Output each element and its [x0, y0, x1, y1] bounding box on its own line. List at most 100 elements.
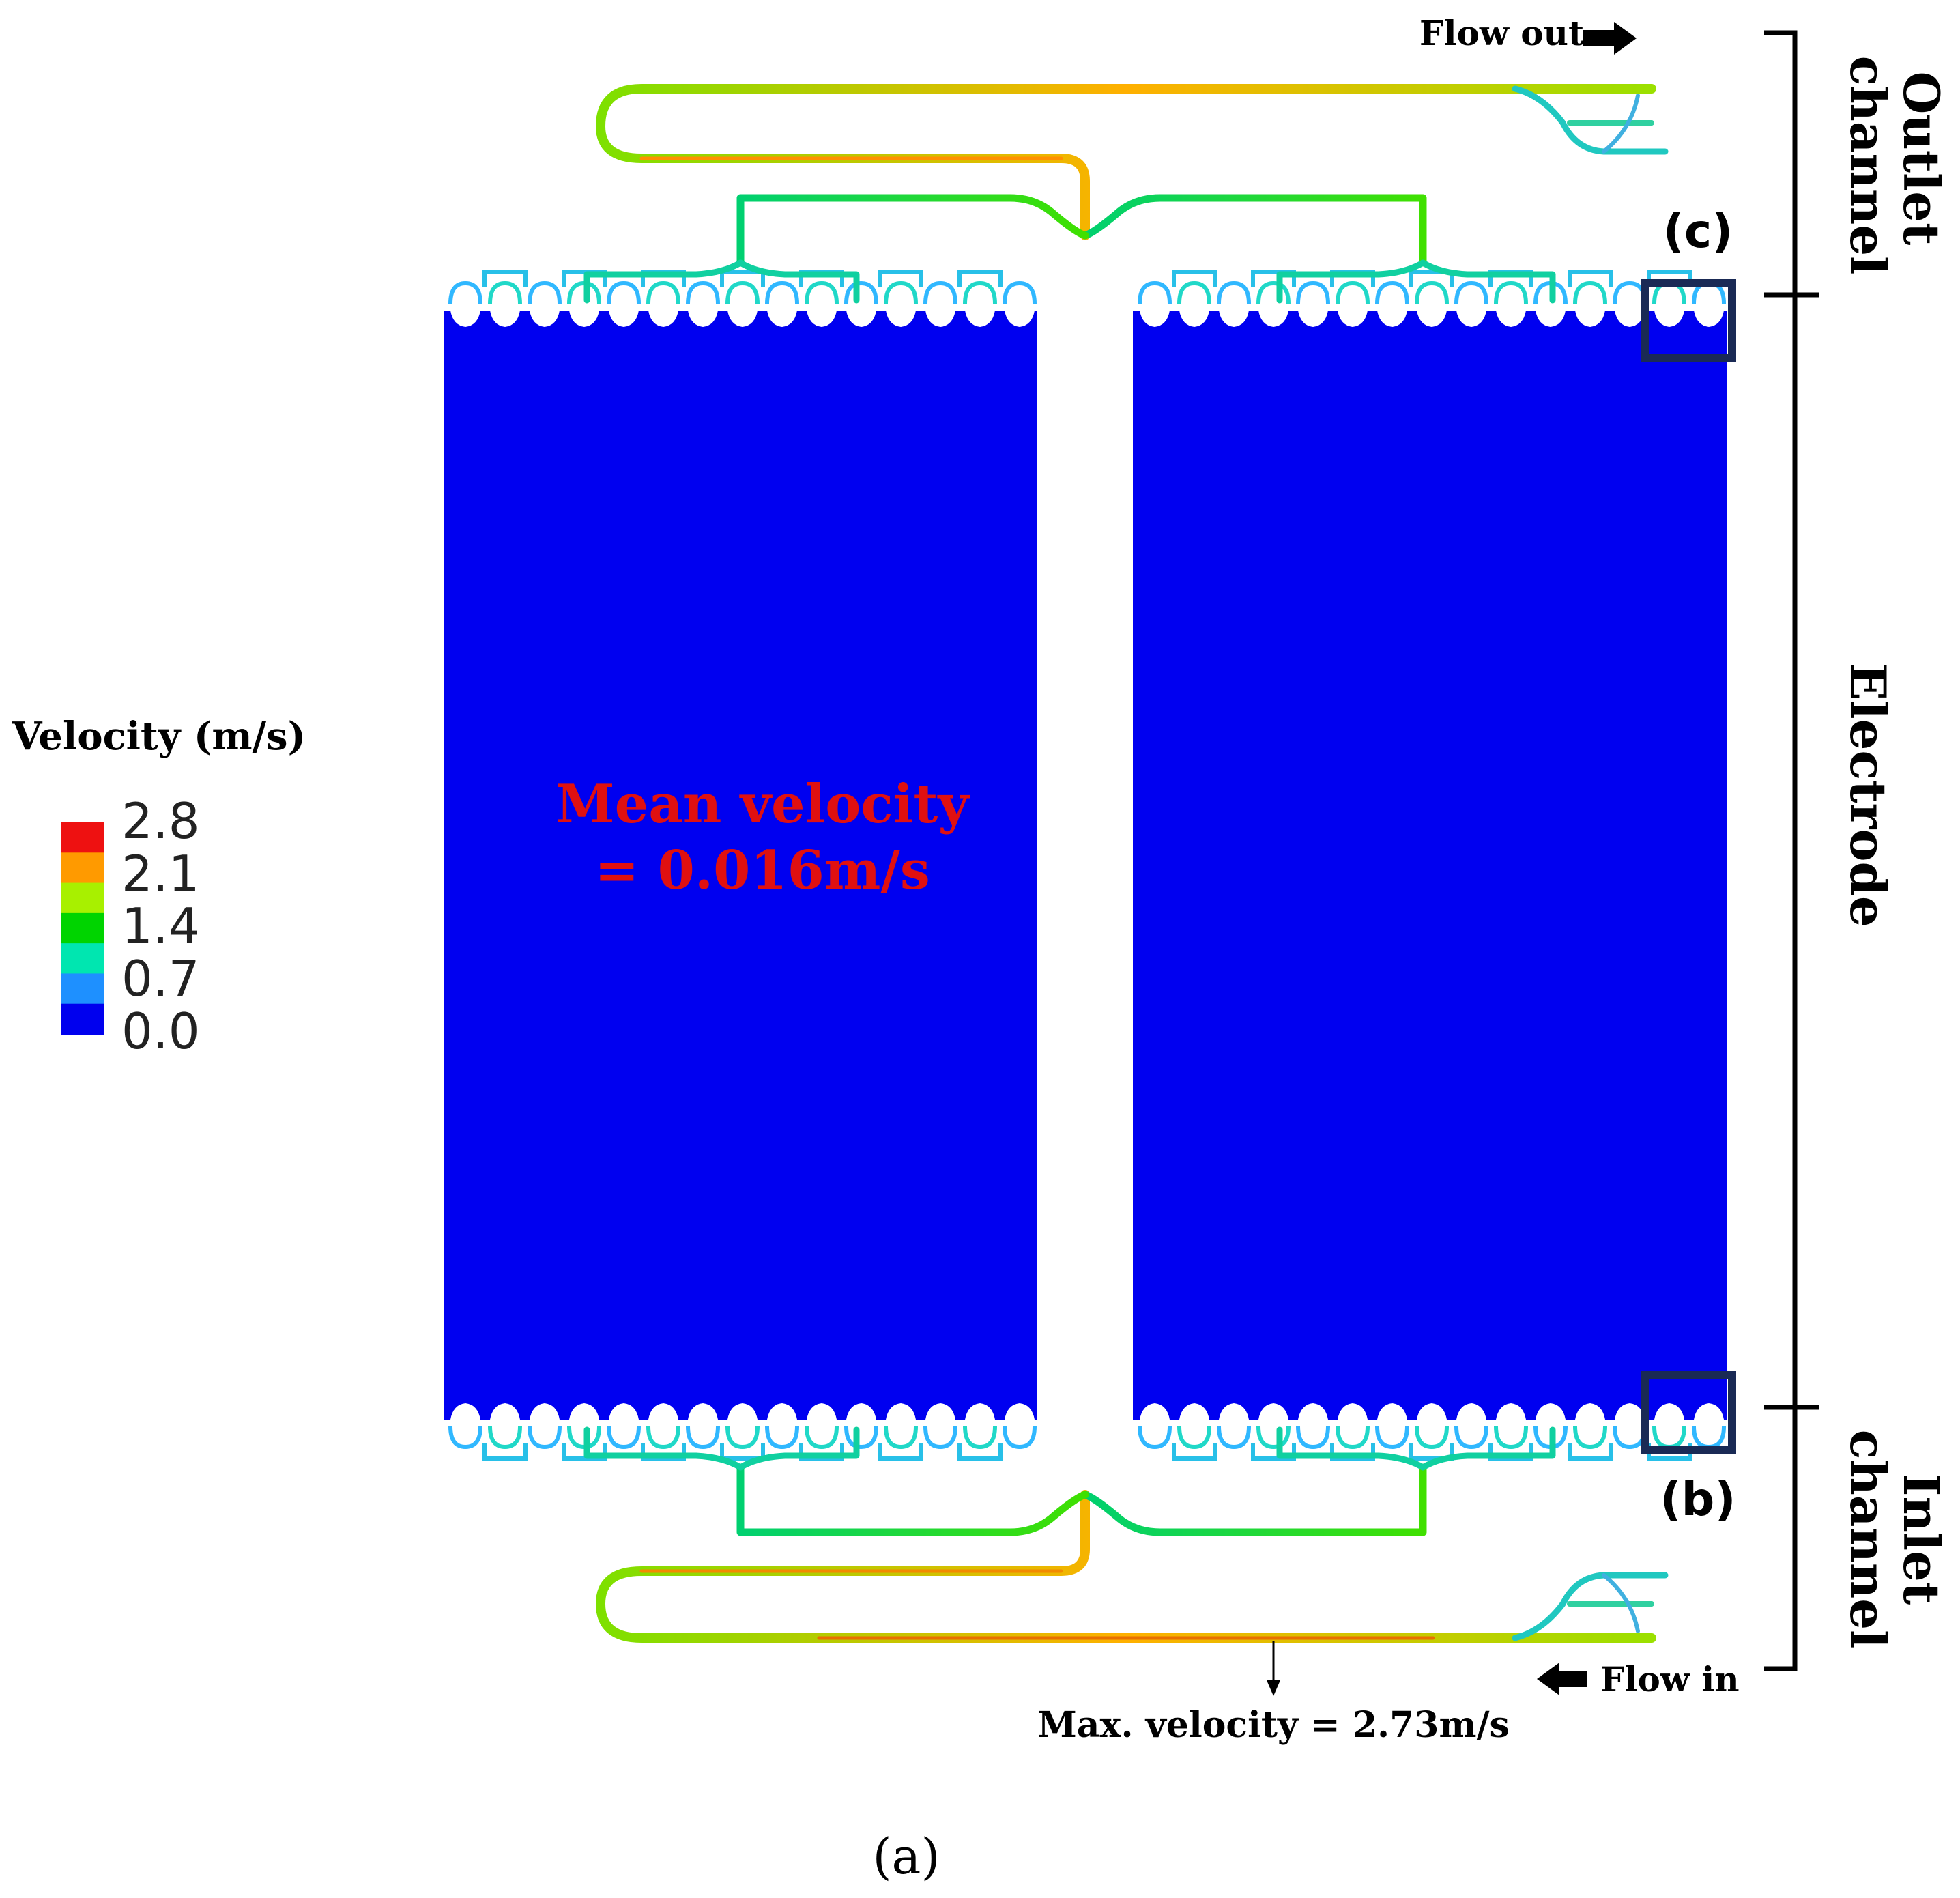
manifold-loop	[488, 281, 522, 304]
manifold-loop	[1613, 1426, 1647, 1450]
manifold-loop	[528, 1426, 562, 1450]
manifold-bridge	[720, 1443, 765, 1461]
legend-color-swatch	[61, 973, 104, 1005]
manifold-notch	[1140, 311, 1170, 327]
manifold-notch	[1140, 1403, 1170, 1420]
manifold-bridge	[878, 1443, 923, 1461]
manifold-loop	[1692, 1426, 1726, 1450]
manifold-notch	[965, 1403, 995, 1420]
manifold-notch	[1298, 1403, 1328, 1420]
manifold-notch	[1615, 1403, 1645, 1420]
legend-tick-label: 2.8	[121, 792, 200, 850]
manifold-notch	[1456, 1403, 1486, 1420]
manifold-notch	[727, 311, 758, 327]
manifold-loop	[923, 1426, 957, 1450]
manifold-notch	[450, 311, 480, 327]
manifold-loop	[1415, 1426, 1449, 1450]
manifold-notch	[925, 311, 955, 327]
outlet-label-line1: Outlet	[1892, 72, 1950, 246]
manifold-bridge	[1568, 270, 1613, 287]
manifold-loop	[844, 281, 878, 304]
manifold-loop	[607, 281, 641, 304]
manifold-notch	[807, 311, 837, 327]
manifold-notch	[1005, 1403, 1035, 1420]
manifold-loop	[1494, 1426, 1528, 1450]
manifold-loop	[765, 281, 799, 304]
manifold-loop	[1296, 281, 1330, 304]
manifold-notch	[688, 311, 718, 327]
legend-colorbar	[61, 822, 104, 1035]
manifold-notch	[648, 311, 678, 327]
manifold-loop	[963, 1426, 997, 1450]
figure-caption: (a)	[872, 1828, 940, 1885]
manifold-loop	[1296, 1426, 1330, 1450]
manifold-notch	[450, 1403, 480, 1420]
manifold-loop	[1415, 281, 1449, 304]
manifold-notch	[1456, 311, 1486, 327]
manifold-notch	[609, 311, 639, 327]
manifold-loop	[607, 1426, 641, 1450]
manifold-loop	[884, 1426, 918, 1450]
manifold-loop	[1177, 1426, 1211, 1450]
legend-tick-label: 0.0	[121, 1003, 200, 1060]
manifold-notch	[1575, 311, 1605, 327]
legend-color-swatch	[61, 943, 104, 975]
electrode-label: Electrode	[1839, 663, 1897, 927]
mean-velocity-line1: Mean velocity	[556, 773, 970, 835]
electrode-right-body	[1133, 311, 1727, 1420]
manifold-loop	[765, 1426, 799, 1450]
legend-color-swatch	[61, 1003, 104, 1035]
manifold-notch	[807, 1403, 837, 1420]
legend-color-swatch	[61, 912, 104, 945]
manifold-loop	[1138, 281, 1172, 304]
manifold-notch	[1417, 1403, 1447, 1420]
max-velocity-label: Max. velocity = 2.73m/s	[1037, 1704, 1510, 1746]
outlet-channel	[583, 84, 1669, 304]
flow-out-label: Flow out	[1419, 13, 1584, 53]
manifold-notch	[1377, 311, 1407, 327]
inlet-label-line2: channel	[1839, 1430, 1897, 1649]
manifold-notch	[846, 1403, 876, 1420]
manifold-bridge	[1172, 270, 1217, 287]
manifold-loop	[1573, 1426, 1607, 1450]
manifold-bridge	[720, 270, 765, 287]
manifold-bridge	[1409, 1443, 1454, 1461]
manifold-notch	[569, 1403, 599, 1420]
manifold-bridge	[1172, 1443, 1217, 1461]
manifold-notch	[1496, 311, 1526, 327]
manifold-bridge	[562, 270, 607, 287]
manifold-loop	[1375, 281, 1409, 304]
manifold-notch	[1536, 311, 1566, 327]
manifold-loop	[1652, 1426, 1686, 1450]
electrode-left-body	[444, 311, 1037, 1420]
manifold-bridge	[878, 270, 923, 287]
callout-label-c: (c)	[1663, 205, 1733, 259]
manifold-notch	[1219, 1403, 1249, 1420]
manifold-notch	[1258, 1403, 1288, 1420]
manifold-notch	[490, 311, 520, 327]
manifold-loop	[1613, 281, 1647, 304]
manifold-notch	[569, 311, 599, 327]
manifold-notch	[846, 311, 876, 327]
manifold-notch	[490, 1403, 520, 1420]
manifold-notch	[1417, 311, 1447, 327]
manifold-loop	[1256, 281, 1291, 304]
manifold-loop	[1217, 1426, 1251, 1450]
inlet-label-line1: Inlet	[1892, 1473, 1950, 1605]
manifold-notch	[1615, 311, 1645, 327]
manifold-loop	[1454, 281, 1488, 304]
manifold-loop	[488, 1426, 522, 1450]
callout-box-b	[1641, 1371, 1736, 1454]
manifold-loop	[923, 281, 957, 304]
manifold-bridge	[482, 270, 528, 287]
legend-color-swatch	[61, 882, 104, 914]
manifold-loop	[1003, 1426, 1037, 1450]
manifold-loop	[963, 281, 997, 304]
manifold-loop	[686, 281, 720, 304]
manifold-notch	[886, 311, 916, 327]
manifold-loop	[1217, 281, 1251, 304]
manifold-loop	[528, 281, 562, 304]
manifold-notch	[1338, 1403, 1368, 1420]
